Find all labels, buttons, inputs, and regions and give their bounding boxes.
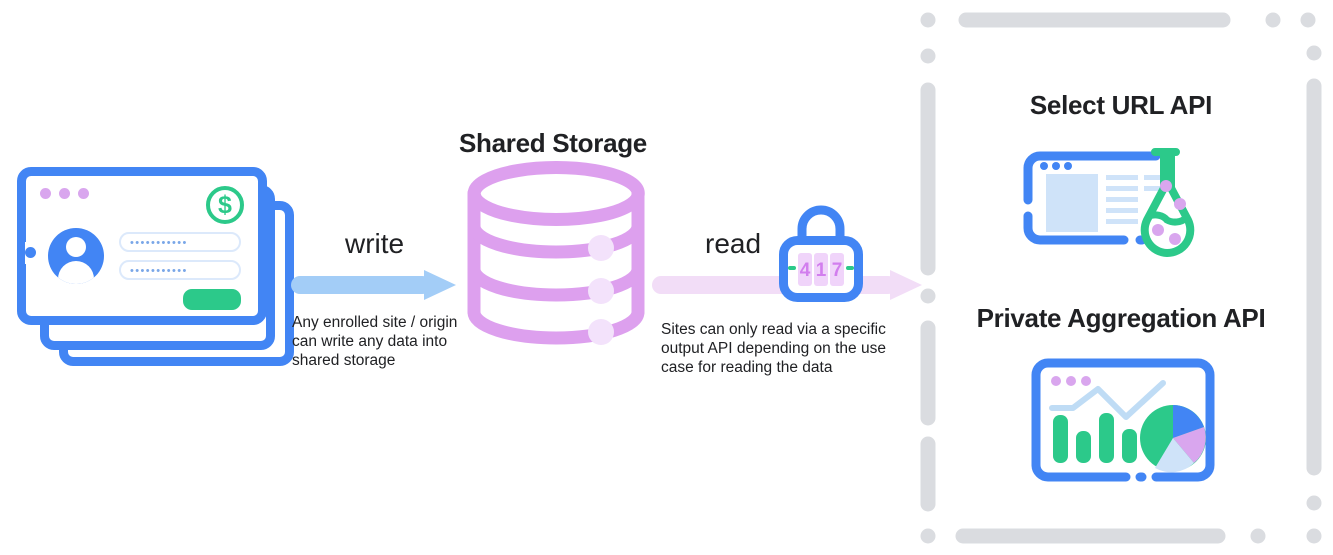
write-label: write — [345, 228, 405, 259]
read-label: read — [705, 228, 762, 259]
write-caption: Any enrolled site / origin can write any… — [292, 314, 458, 369]
username-field[interactable]: ••••••••••• — [119, 232, 241, 252]
private-aggregation-api-title: Private Aggregation API — [976, 303, 1266, 333]
select-url-illustration — [1023, 148, 1195, 258]
password-field[interactable]: ••••••••••• — [119, 260, 241, 280]
storage-indicator-1 — [588, 235, 614, 261]
read-caption: Sites can only read via a specific outpu… — [661, 321, 886, 376]
output-apis-panel: Select URL API — [918, 8, 1324, 546]
shared-storage-database-icon — [466, 160, 646, 345]
username-value: ••••••••••• — [130, 237, 188, 249]
lock-digit-3: 7 — [832, 260, 843, 281]
private-aggregation-api-icon — [1028, 353, 1228, 493]
select-url-api-icon — [1016, 138, 1231, 258]
browser-window-front: $ ••••••••••• ••••••••••• — [17, 167, 267, 325]
titlebar-dot-3 — [78, 188, 89, 199]
database-cylinder-svg — [467, 161, 645, 345]
padlock-svg: 4 1 7 — [779, 205, 863, 302]
panel-dashed-border — [920, 12, 1322, 544]
select-url-api-title: Select URL API — [1029, 90, 1213, 120]
user-avatar-icon — [48, 228, 104, 284]
shared-storage-title: Shared Storage — [459, 128, 647, 158]
lock-digit-1: 4 — [800, 260, 811, 281]
titlebar-dot-1 — [40, 188, 51, 199]
dollar-badge-icon: $ — [206, 186, 244, 224]
combination-lock-icon: 4 1 7 — [779, 203, 863, 303]
lock-digit-2: 1 — [816, 260, 827, 281]
submit-button[interactable] — [183, 289, 241, 310]
storage-indicator-3 — [588, 319, 614, 345]
titlebar-dot-2 — [59, 188, 70, 199]
pie-chart — [1140, 405, 1206, 473]
password-value: ••••••••••• — [130, 265, 188, 277]
storage-indicator-2 — [588, 278, 614, 304]
avatar-head — [66, 237, 86, 257]
window-edge-dot — [25, 247, 36, 258]
avatar-body — [58, 261, 94, 284]
write-arrow — [291, 270, 466, 300]
analytics-dashboard-illustration — [1031, 358, 1215, 482]
enrolled-sites-illustration: $ ••••••••••• ••••••••••• — [14, 165, 299, 370]
